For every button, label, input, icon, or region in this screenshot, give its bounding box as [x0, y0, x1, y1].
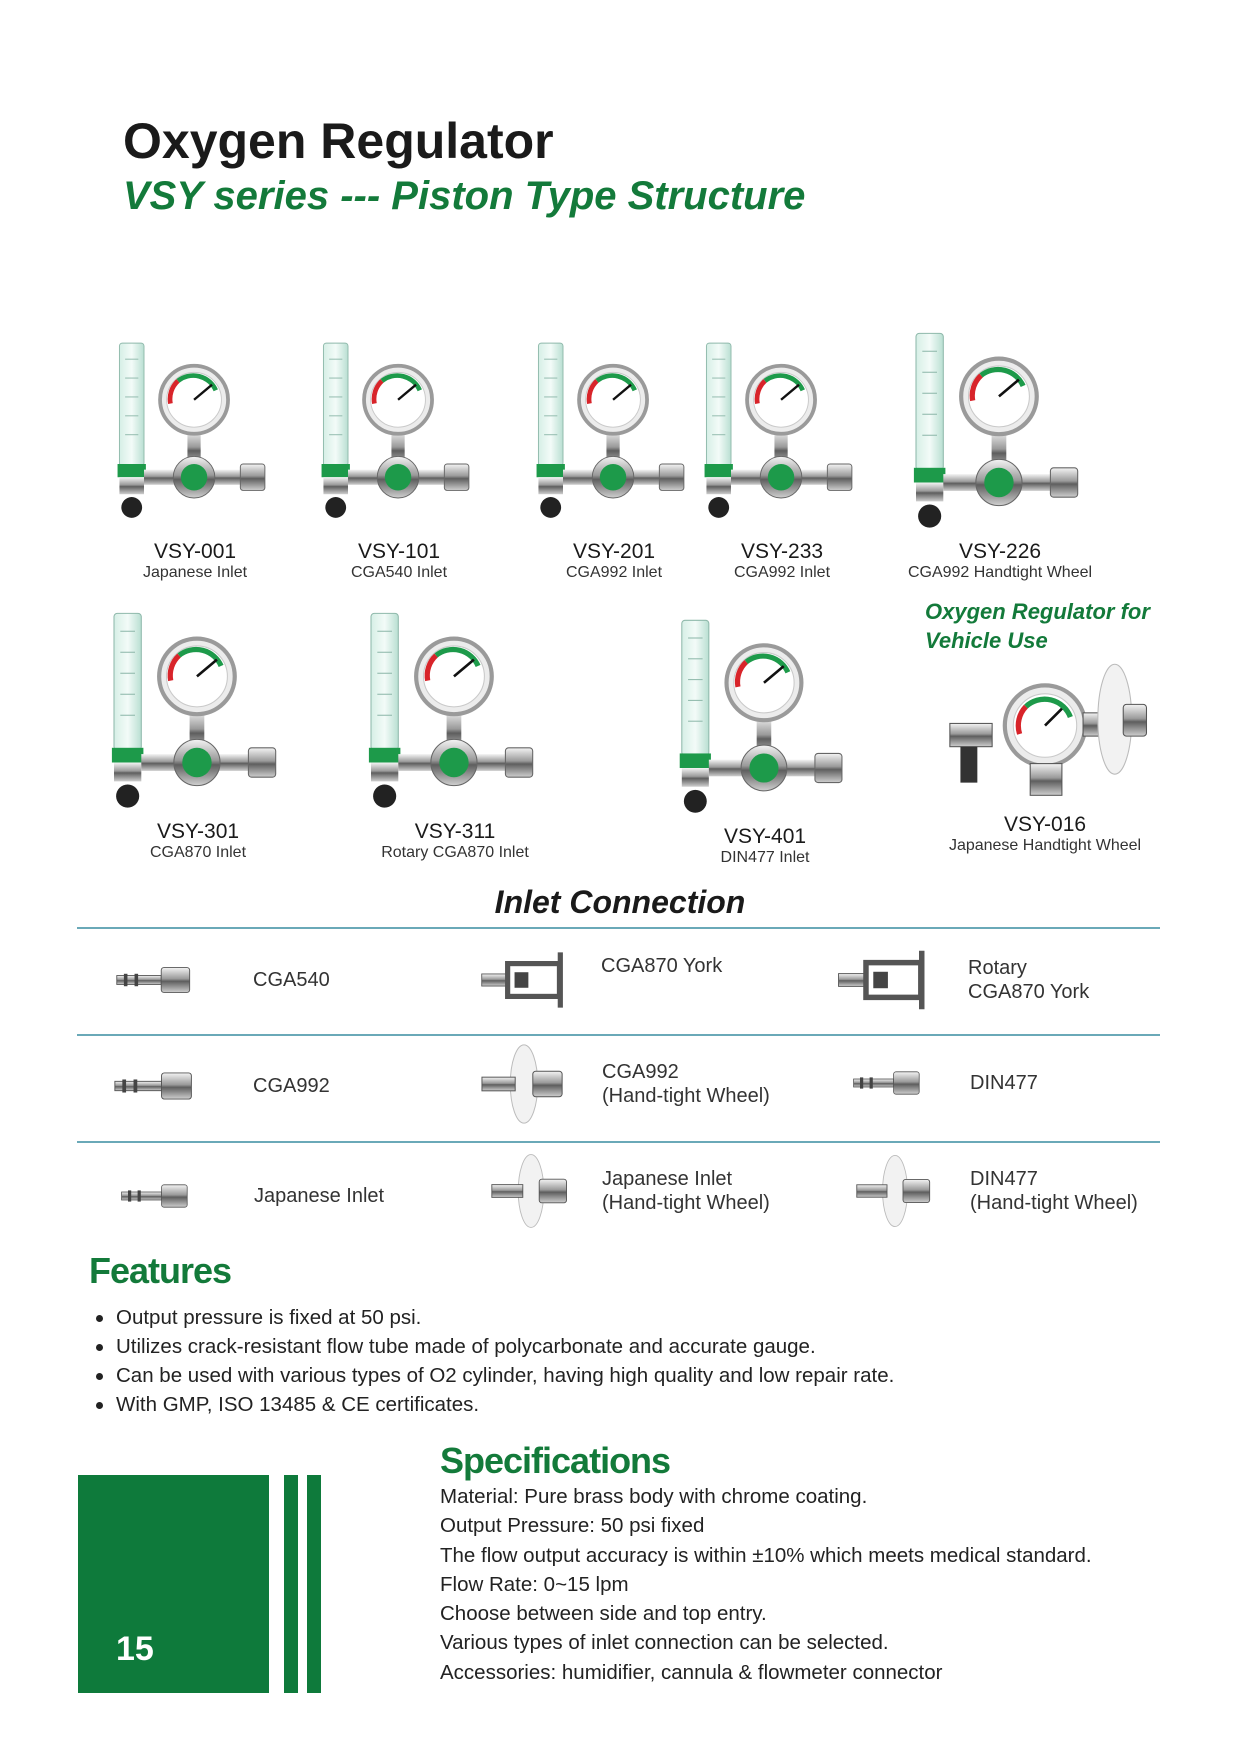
divider [77, 1034, 1160, 1036]
feature-item: Output pressure is fixed at 50 psi. [96, 1303, 894, 1332]
regulator-image [697, 325, 867, 535]
product-inlet: Japanese Handtight Wheel [948, 837, 1142, 854]
product-vsy-401: VSY-401 DIN477 Inlet [670, 612, 860, 868]
spec-item: Material: Pure brass body with chrome co… [440, 1485, 868, 1508]
divider [77, 1141, 1160, 1143]
green-bar [307, 1475, 321, 1693]
spec-item: Choose between side and top entry. [440, 1602, 767, 1626]
regulator-image [949, 663, 1148, 796]
product-vsy-001: VSY-001 Japanese Inlet [110, 325, 280, 583]
inlet-item-din477: DIN477 [852, 1063, 1038, 1103]
regulator-image [670, 612, 860, 820]
product-inlet: Japanese Inlet [142, 564, 248, 581]
feature-item: Can be used with various types of O2 cyl… [96, 1361, 894, 1390]
handtight-wheel-icon [855, 1150, 935, 1232]
features-heading: Features [89, 1250, 232, 1291]
inlet-label: Rotary CGA870 York [968, 957, 1090, 1003]
product-vsy-233: VSY-233 CGA992 Inlet [697, 325, 867, 583]
vehicle-use-line2: Vehicle Use [925, 628, 1048, 653]
product-vsy-016: VSY-016 Japanese Handtight Wheel [930, 660, 1160, 856]
regulator-image [110, 325, 280, 535]
rotary-yoke-icon [832, 948, 942, 1012]
regulator-image [895, 325, 1105, 535]
spec-item: Accessories: humidifier, cannula & flowm… [440, 1660, 943, 1684]
spec-item: The flow output accuracy is within ±10% … [440, 1543, 1092, 1567]
page-number: 15 [116, 1630, 154, 1668]
product-model: VSY-233 [740, 540, 824, 563]
feature-item: With GMP, ISO 13485 & CE certificates. [96, 1390, 894, 1419]
regulator-image [529, 325, 699, 535]
inlet-label: CGA992 (Hand-tight Wheel) [602, 1061, 770, 1107]
inlet-item-japanese: Japanese Inlet [120, 1176, 384, 1216]
green-bar [284, 1475, 298, 1693]
product-inlet: DIN477 Inlet [720, 849, 810, 866]
product-model: VSY-401 [723, 825, 807, 848]
product-model: VSY-101 [357, 540, 441, 563]
regulator-image [103, 605, 293, 815]
spec-item: Flow Rate: 0~15 lpm [440, 1572, 629, 1596]
inlet-item-din477-handtight: DIN477 (Hand-tight Wheel) [855, 1150, 1138, 1232]
inlet-label: DIN477 [970, 1072, 1038, 1094]
product-inlet: CGA992 Inlet [733, 564, 831, 581]
inlet-item-rotary-cga870-york: Rotary CGA870 York [832, 948, 1089, 1012]
product-vsy-226: VSY-226 CGA992 Handtight Wheel [880, 325, 1120, 583]
inlet-connection-heading: Inlet Connection [494, 884, 746, 920]
inlet-label: CGA540 [253, 969, 330, 991]
specifications-list: Material: Pure brass body with chrome co… [440, 1482, 1092, 1687]
product-vsy-301: VSY-301 CGA870 Inlet [98, 605, 298, 863]
product-model: VSY-226 [958, 540, 1042, 563]
divider [77, 927, 1160, 929]
product-model: VSY-001 [153, 540, 237, 563]
inlet-item-japanese-handtight: Japanese Inlet (Hand-tight Wheel) [490, 1150, 770, 1232]
product-model: VSY-311 [414, 820, 496, 843]
inlet-item-cga992: CGA992 [113, 1066, 330, 1106]
handtight-wheel-icon [480, 1040, 568, 1128]
inlet-label: Japanese Inlet (Hand-tight Wheel) [602, 1168, 770, 1214]
vehicle-use-line1: Oxygen Regulator for [925, 599, 1150, 624]
product-inlet: Rotary CGA870 Inlet [381, 844, 529, 861]
product-inlet: CGA992 Handtight Wheel [907, 564, 1093, 581]
regulator-image [325, 605, 585, 815]
inlet-item-cga540: CGA540 [115, 960, 330, 1000]
din477-fitting-icon [852, 1063, 924, 1103]
japanese-fitting-icon [120, 1176, 192, 1216]
inlet-label: CGA992 [253, 1075, 330, 1097]
cga540-fitting-icon [115, 960, 195, 1000]
product-vsy-311: VSY-311 Rotary CGA870 Inlet [320, 605, 590, 863]
inlet-item-cga870-york: CGA870 York [480, 948, 722, 1012]
product-model: VSY-301 [156, 820, 240, 843]
cga992-fitting-icon [113, 1066, 197, 1106]
vehicle-use-heading: Oxygen Regulator for Vehicle Use [925, 597, 1150, 655]
inlet-label: CGA870 York [601, 955, 723, 977]
spec-item: Output Pressure: 50 psi fixed [440, 1514, 705, 1538]
feature-item: Utilizes crack-resistant flow tube made … [96, 1332, 894, 1361]
regulator-image [314, 325, 484, 535]
product-model: VSY-201 [572, 540, 656, 563]
green-block [78, 1475, 269, 1693]
product-model: VSY-016 [1003, 813, 1087, 836]
inlet-label: DIN477 (Hand-tight Wheel) [970, 1168, 1138, 1214]
features-list: Output pressure is fixed at 50 psi. Util… [96, 1303, 894, 1419]
product-inlet: CGA992 Inlet [565, 564, 663, 581]
product-vsy-201: VSY-201 CGA992 Inlet [529, 325, 699, 583]
inlet-label: Japanese Inlet [254, 1185, 385, 1207]
spec-item: Various types of inlet connection can be… [440, 1631, 889, 1655]
product-inlet: CGA540 Inlet [350, 564, 448, 581]
product-inlet: CGA870 Inlet [149, 844, 247, 861]
handtight-wheel-icon [490, 1150, 572, 1232]
specifications-heading: Specifications [440, 1440, 671, 1481]
product-vsy-101: VSY-101 CGA540 Inlet [314, 325, 484, 583]
cga870-yoke-icon [480, 948, 575, 1012]
inlet-item-cga992-handtight: CGA992 (Hand-tight Wheel) [480, 1040, 770, 1128]
page-subtitle: VSY series --- Piston Type Structure [123, 174, 806, 218]
page-title: Oxygen Regulator [123, 113, 554, 169]
